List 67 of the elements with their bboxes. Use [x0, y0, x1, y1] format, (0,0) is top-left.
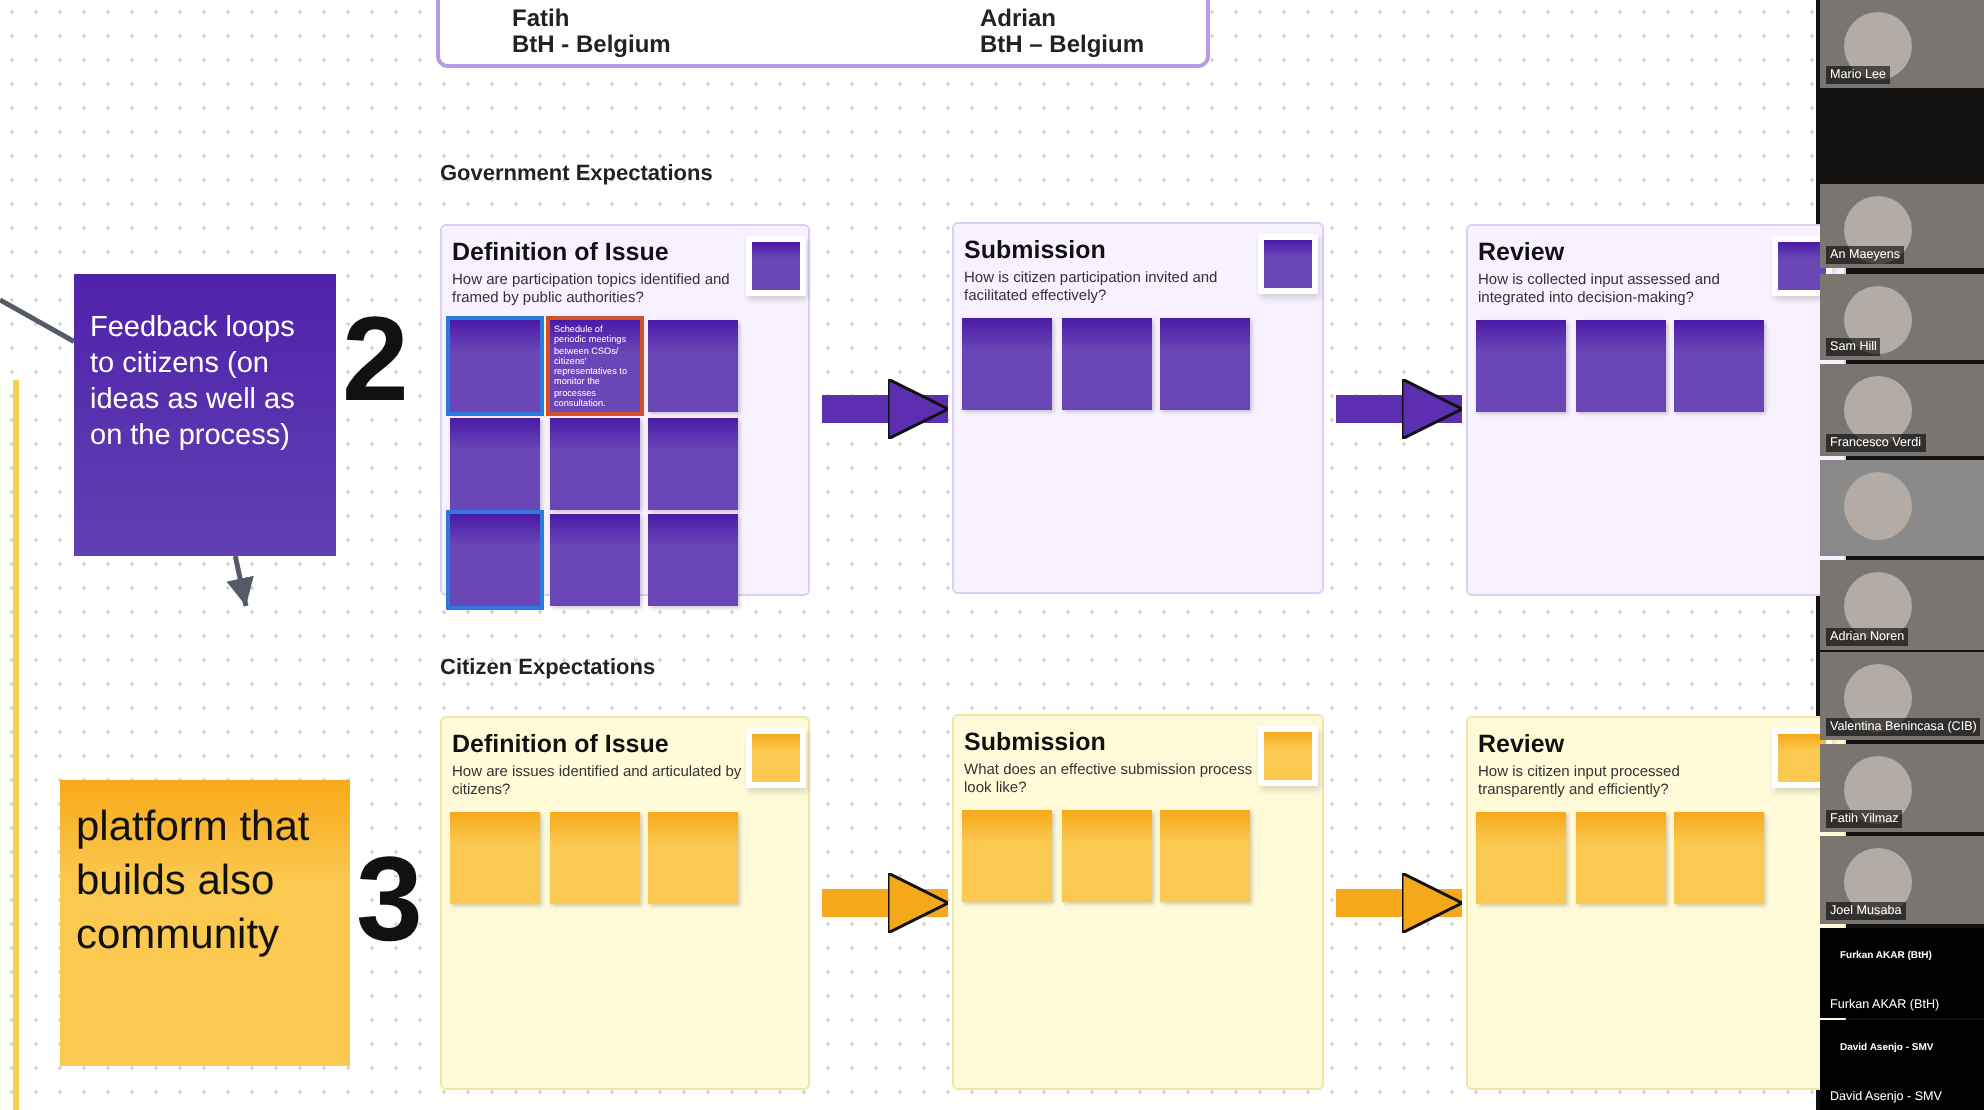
note-text: Feedback loops to citizens (on ideas as well as on the process)	[90, 310, 297, 454]
arrow	[226, 555, 254, 607]
frame-title: Review	[1478, 730, 1565, 758]
video-tile	[1820, 460, 1984, 556]
sticky-note	[1264, 240, 1312, 288]
frame-panel	[952, 222, 1324, 594]
sticky-note	[60, 780, 350, 1066]
sticky-note	[962, 318, 1052, 410]
video-tile	[1820, 560, 1984, 650]
sticky-note	[1476, 320, 1566, 412]
video-tile	[1820, 744, 1984, 832]
participant-entry	[1820, 1020, 1984, 1110]
sticky-note	[1576, 320, 1666, 412]
sticky-note	[450, 514, 540, 606]
sticky-note	[1674, 320, 1764, 412]
block-arrow	[822, 871, 950, 935]
section-heading: Citizen Expectations	[440, 656, 656, 680]
sticky-note	[74, 274, 336, 556]
sticky-note	[648, 514, 738, 606]
person-name: Adrian	[980, 4, 1057, 32]
sticky-note	[1160, 318, 1250, 410]
sticky-note	[962, 810, 1052, 902]
section-number: 3	[356, 840, 423, 960]
sticky-note	[752, 242, 800, 290]
person-name: Fatih	[512, 4, 570, 32]
video-tile	[1820, 274, 1984, 360]
sticky-note	[550, 418, 640, 510]
sticky-note	[450, 812, 540, 904]
sticky-note	[1674, 812, 1764, 904]
video-tile	[1820, 0, 1984, 88]
sticky-note	[1160, 810, 1250, 902]
video-tile	[1820, 184, 1984, 268]
section-heading: Government Expectations	[440, 162, 713, 186]
participant-entry	[1820, 928, 1984, 1018]
sticky-note	[752, 734, 800, 782]
sticky-note	[450, 418, 540, 510]
sticky-note	[1576, 812, 1666, 904]
frame-panel	[952, 714, 1324, 1090]
video-tile	[1820, 652, 1984, 740]
connector-line	[0, 297, 76, 344]
sticky-note	[1476, 812, 1566, 904]
frame-title: Submission	[964, 236, 1106, 264]
block-arrow	[1336, 377, 1464, 441]
sticky-note	[648, 418, 738, 510]
sticky-note	[648, 320, 738, 412]
sticky-note	[1062, 318, 1152, 410]
video-tile	[1820, 836, 1984, 924]
name-card	[436, 0, 1210, 68]
section-number: 2	[342, 300, 409, 420]
affiliation-text: BtH - Belgium	[512, 30, 671, 58]
frame-title: Definition of Issue	[452, 730, 669, 758]
sticky-note	[648, 812, 738, 904]
sticky-note	[1264, 732, 1312, 780]
sticky-note	[550, 514, 640, 606]
frame-title: Definition of Issue	[452, 238, 669, 266]
block-arrow	[822, 377, 950, 441]
affiliation-text: BtH – Belgium	[980, 30, 1145, 58]
frame-title: Review	[1478, 238, 1565, 266]
sticky-note	[550, 320, 640, 412]
video-tile	[1820, 364, 1984, 456]
frame-panel	[440, 716, 810, 1090]
block-arrow	[1336, 871, 1464, 935]
note-text: platform that builds also community	[76, 802, 312, 962]
sticky-note	[550, 812, 640, 904]
sticky-note	[450, 320, 540, 412]
frame-title: Submission	[964, 728, 1106, 756]
sticky-note	[1062, 810, 1152, 902]
